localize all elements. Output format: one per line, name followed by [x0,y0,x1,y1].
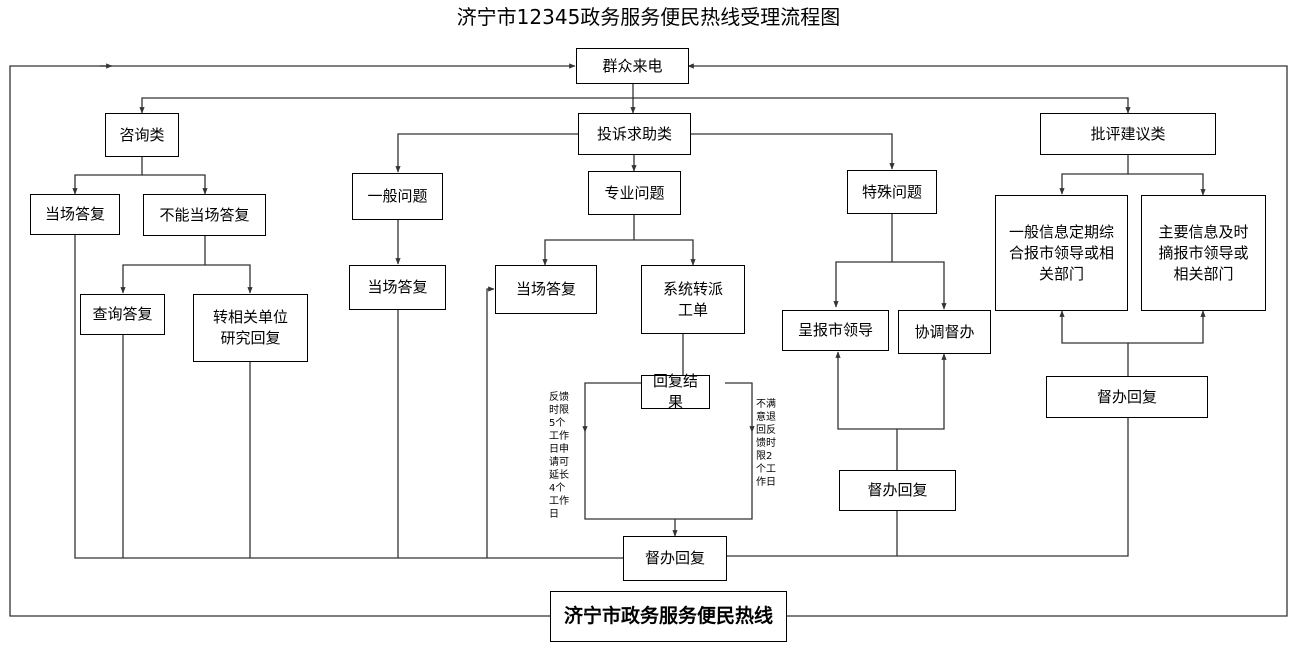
chart-title: 济宁市12345政务服务便民热线受理流程图 [456,5,841,29]
node-main-supervise: 督办回复 [623,536,727,581]
caller-to-suggestion [633,97,1131,114]
node-sugg-major: 主要信息及时摘报市领导或相关部门 [1141,195,1266,311]
node-consult-onsite: 当场答复 [30,194,120,235]
node-sugg-general: 一般信息定期综合报市领导或相关部门 [995,195,1128,311]
node-suggestion: 批评建议类 [1040,113,1216,155]
note-right: 不满意退回反馈时限2个工作日 [756,399,776,488]
note-left: 反馈时限5个工作日申请可延长4个工作日 [549,392,569,520]
node-hotline: 济宁市政务服务便民热线 [550,591,787,642]
loop-right-line [687,63,1288,617]
node-complaint: 投诉求助类 [578,113,691,155]
node-consult: 咨询类 [105,113,179,157]
node-special-supervise: 督办回复 [839,470,956,511]
node-consult-query: 查询答复 [80,294,165,335]
node-consult-transfer: 转相关单位研究回复 [193,294,308,362]
node-pro-result: 回复结果 [641,372,710,411]
node-special-coord: 协调督办 [898,310,991,354]
loop-left-line [9,63,576,617]
node-special-issue: 特殊问题 [847,170,937,214]
consult-split [72,157,143,195]
node-sugg-supervise: 督办回复 [1046,376,1208,418]
node-general-onsite: 当场答复 [349,265,446,310]
node-caller: 群众来电 [576,48,689,84]
node-general-issue: 一般问题 [352,173,443,220]
node-pro-dispatch: 系统转派工单 [641,265,745,334]
node-pro-onsite: 当场答复 [495,265,597,314]
caller-to-consult [139,97,633,114]
node-pro-issue: 专业问题 [588,171,681,215]
node-consult-cannot: 不能当场答复 [143,194,266,236]
node-special-report: 呈报市领导 [782,310,889,351]
